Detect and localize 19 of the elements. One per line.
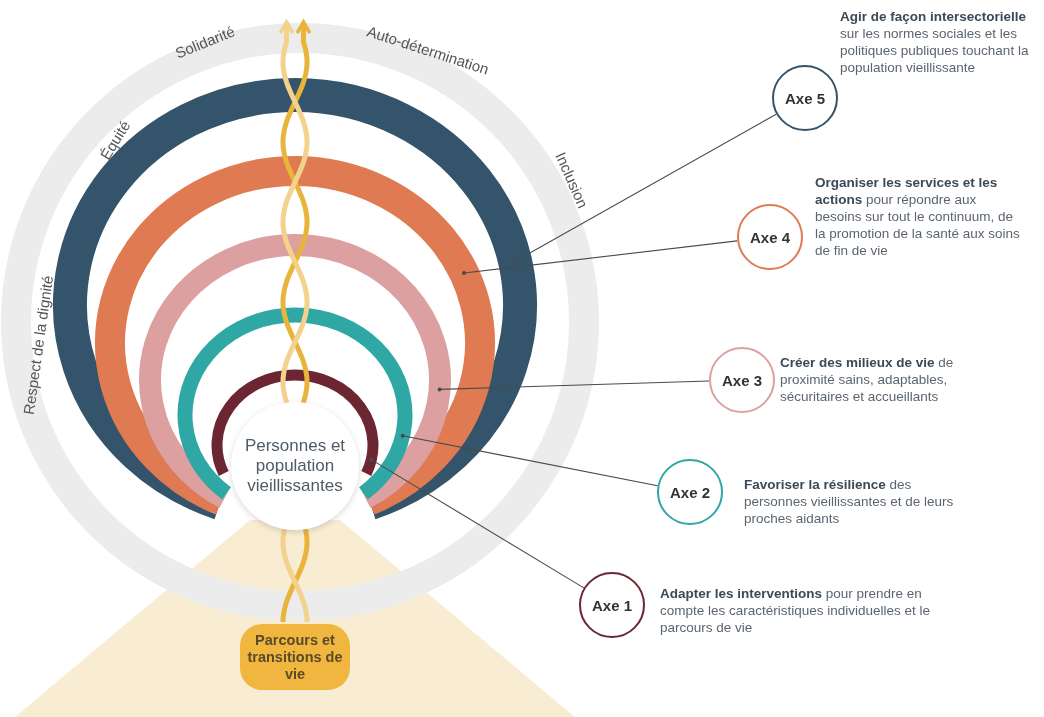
leader-line: [437, 380, 710, 392]
leader-line: [400, 433, 659, 487]
center-circle: Personnes et population vieillissantes: [231, 402, 359, 530]
rounded-box: Parcours et transitions de vie: [240, 624, 350, 690]
description-text: Favoriser la résilience des personnes vieillissantes et de leurs proches aidants: [744, 476, 955, 527]
description-text: Adapter les interventions pour prendre en compte les caractéristiques individuelles et le parcours de vie: [660, 585, 932, 636]
leader-line: [513, 113, 777, 264]
axis-circle: Axe 5: [772, 65, 838, 131]
axis-circle: Axe 4: [737, 204, 803, 270]
axis-circle: Axe 3: [709, 347, 775, 413]
description-text: Organiser les services et les actions pour répondre aux besoins sur tout le continuum, de la promotion de la santé aux soins de fin de vie: [815, 174, 1020, 259]
arc-band: [53, 78, 537, 519]
leader-line: [462, 240, 738, 275]
ring-label: Respect de la dignité: [19, 274, 57, 416]
description-text: Créer des milieux de vie de proximité sains, adaptables, sécuritaires et accueillants: [780, 354, 955, 405]
description-text: Agir de façon intersectorielle sur les normes sociales et les politiques publiques touchant la population vieillissante: [840, 8, 1030, 76]
axis-circle: Axe 2: [657, 459, 723, 525]
leader-line: [369, 457, 585, 589]
axis-circle: Axe 1: [579, 572, 645, 638]
